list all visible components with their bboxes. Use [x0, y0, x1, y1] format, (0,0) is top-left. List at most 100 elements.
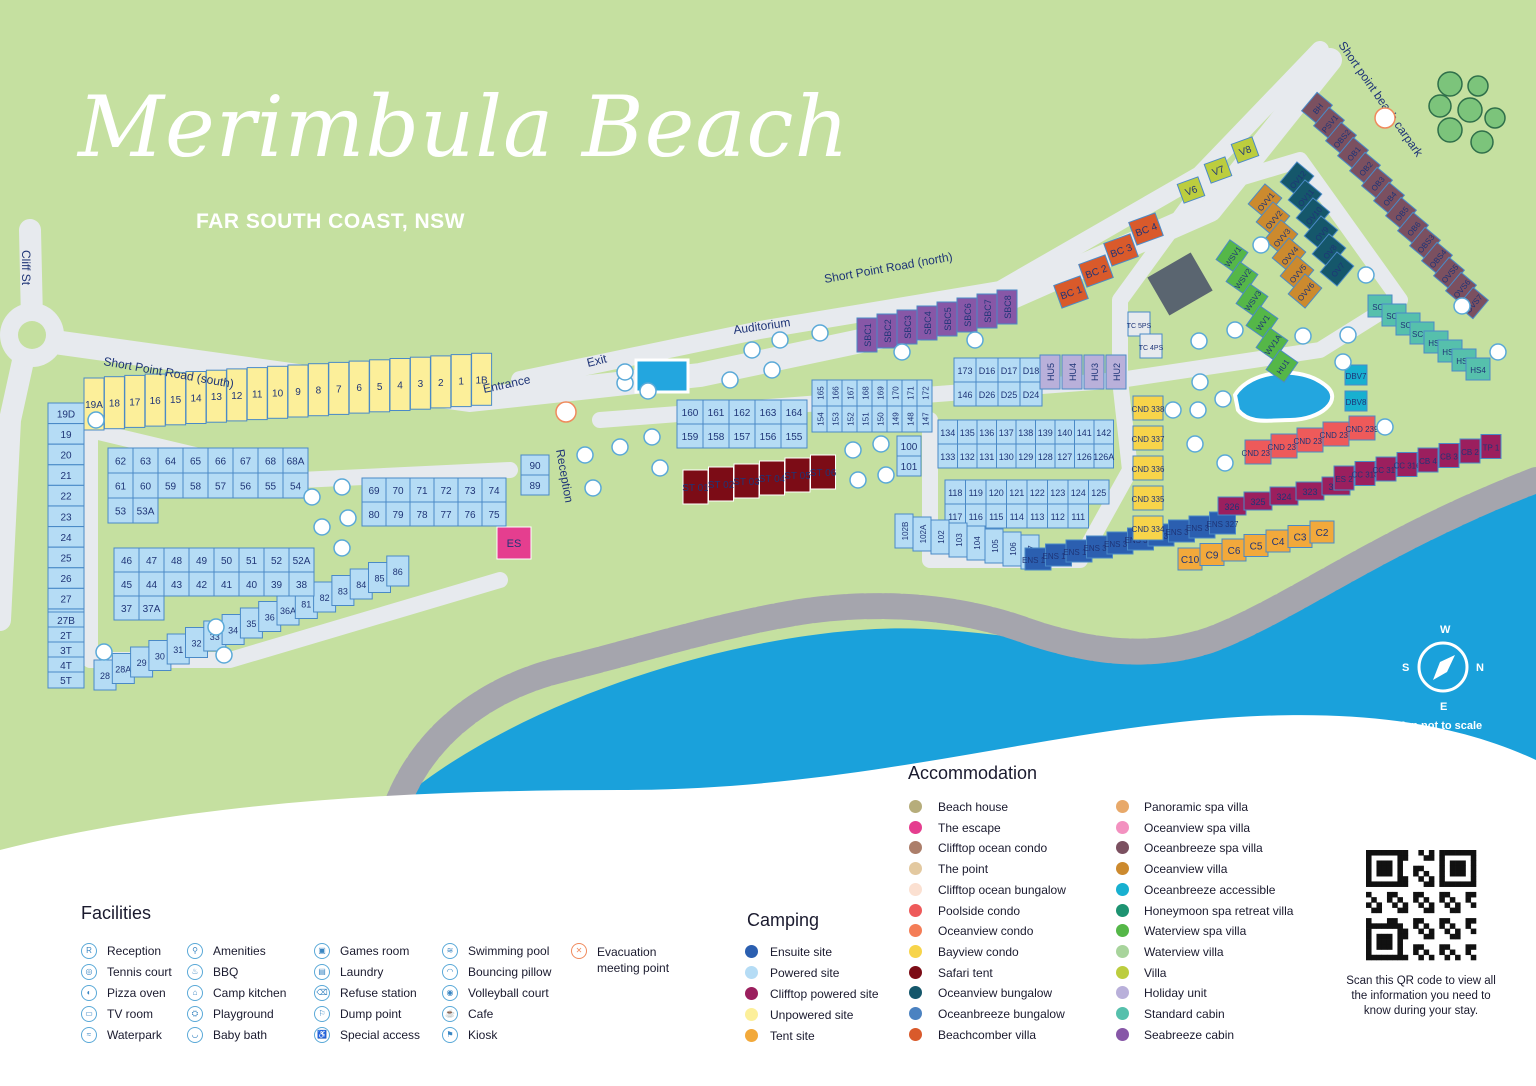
- waterpark[interactable]: [634, 358, 690, 394]
- facility-marker[interactable]: [966, 331, 984, 349]
- site-68a[interactable]: 68A: [282, 447, 309, 474]
- site-72[interactable]: 72: [433, 477, 459, 503]
- site-sbc5[interactable]: SBC5: [936, 301, 958, 337]
- site-151[interactable]: 151: [856, 405, 873, 433]
- site-16[interactable]: 16: [144, 373, 166, 427]
- site-6[interactable]: 6: [348, 360, 370, 414]
- site-128[interactable]: 128: [1035, 443, 1056, 469]
- site-102[interactable]: 102: [930, 519, 950, 555]
- facility-marker[interactable]: [1164, 401, 1182, 419]
- site-sbc8[interactable]: SBC8: [996, 289, 1018, 325]
- site-40[interactable]: 40: [238, 571, 265, 597]
- site-18[interactable]: 18: [103, 376, 125, 430]
- site-47[interactable]: 47: [138, 547, 165, 573]
- site-138[interactable]: 138: [1015, 419, 1036, 445]
- site-cb-2[interactable]: CB 2: [1459, 438, 1481, 464]
- site-56[interactable]: 56: [232, 472, 259, 499]
- site-71[interactable]: 71: [409, 477, 435, 503]
- site-123[interactable]: 123: [1047, 479, 1069, 505]
- facility-marker[interactable]: [339, 509, 357, 527]
- site-160[interactable]: 160: [676, 399, 704, 425]
- site-tp-1[interactable]: TP 1: [1480, 434, 1502, 459]
- facility-marker[interactable]: [611, 438, 629, 456]
- facility-marker[interactable]: [849, 471, 867, 489]
- site-v8[interactable]: V8: [1230, 136, 1260, 164]
- site-45[interactable]: 45: [113, 571, 140, 597]
- facility-marker[interactable]: [771, 331, 789, 349]
- site-sbc6[interactable]: SBC6: [956, 297, 978, 333]
- site-67[interactable]: 67: [232, 447, 259, 474]
- site-167[interactable]: 167: [841, 379, 858, 407]
- site-21[interactable]: 21: [47, 464, 85, 486]
- site-134[interactable]: 134: [937, 419, 958, 445]
- site-d25[interactable]: D25: [997, 381, 1021, 407]
- site-106[interactable]: 106: [1002, 531, 1022, 567]
- site-324[interactable]: 324: [1269, 486, 1299, 506]
- site-121[interactable]: 121: [1006, 479, 1028, 505]
- site-cb-3[interactable]: CB 3: [1438, 443, 1460, 468]
- site-v6[interactable]: V6: [1176, 176, 1206, 204]
- site-ov7[interactable]: OV7: [1319, 251, 1355, 287]
- site-cnd-337[interactable]: CND 337: [1132, 425, 1165, 451]
- site-82[interactable]: 82: [313, 581, 337, 613]
- facility-marker[interactable]: [1376, 418, 1394, 436]
- site-146[interactable]: 146: [953, 381, 977, 407]
- facility-marker[interactable]: [1191, 373, 1209, 391]
- site-131[interactable]: 131: [976, 443, 997, 469]
- site-54[interactable]: 54: [282, 472, 309, 499]
- site-42[interactable]: 42: [188, 571, 215, 597]
- site-46[interactable]: 46: [113, 547, 140, 573]
- facility-marker[interactable]: [763, 361, 781, 379]
- site-70[interactable]: 70: [385, 477, 411, 503]
- site-61[interactable]: 61: [107, 472, 134, 499]
- site-26[interactable]: 26: [47, 567, 85, 589]
- facility-marker[interactable]: [1339, 326, 1357, 344]
- facility-marker[interactable]: [1294, 327, 1312, 345]
- site-166[interactable]: 166: [826, 379, 843, 407]
- site-st-02[interactable]: ST 02: [708, 466, 735, 502]
- site-149[interactable]: 149: [886, 405, 903, 433]
- facility-marker[interactable]: [639, 382, 657, 400]
- site-125[interactable]: 125: [1088, 479, 1110, 505]
- facility-marker[interactable]: [1216, 454, 1234, 472]
- site-120[interactable]: 120: [985, 479, 1007, 505]
- site-ob4[interactable]: OB4: [1372, 181, 1406, 215]
- site-sbc2[interactable]: SBC2: [876, 313, 898, 349]
- site-130[interactable]: 130: [996, 443, 1017, 469]
- site-105[interactable]: 105: [984, 528, 1004, 564]
- site-tc-4ps[interactable]: TC 4PS: [1139, 333, 1164, 359]
- facility-marker[interactable]: [1214, 390, 1232, 408]
- site-101[interactable]: 101: [896, 455, 922, 477]
- site-57[interactable]: 57: [207, 472, 234, 499]
- site-165[interactable]: 165: [811, 379, 828, 407]
- site-43[interactable]: 43: [163, 571, 190, 597]
- facility-marker[interactable]: [844, 441, 862, 459]
- site-119[interactable]: 119: [965, 479, 987, 505]
- site-2t[interactable]: 2T: [47, 626, 85, 644]
- facility-marker[interactable]: [313, 518, 331, 536]
- site-325[interactable]: 325: [1243, 491, 1273, 511]
- site-52a[interactable]: 52A: [288, 547, 315, 573]
- site-7[interactable]: 7: [328, 361, 350, 415]
- site-136[interactable]: 136: [976, 419, 997, 445]
- site-127[interactable]: 127: [1054, 443, 1075, 469]
- facility-marker[interactable]: [1489, 343, 1507, 361]
- site-22[interactable]: 22: [47, 484, 85, 507]
- site-78[interactable]: 78: [409, 501, 435, 527]
- site-bc-1[interactable]: BC 1: [1053, 275, 1089, 309]
- site-58[interactable]: 58: [182, 472, 209, 499]
- site-c6[interactable]: C6: [1221, 538, 1247, 562]
- facility-marker[interactable]: [303, 488, 321, 506]
- site-st-01[interactable]: ST 01: [682, 469, 709, 505]
- site-158[interactable]: 158: [702, 423, 730, 449]
- site-cnd-239[interactable]: CND 239: [1346, 415, 1379, 441]
- site-41[interactable]: 41: [213, 571, 240, 597]
- site-11[interactable]: 11: [246, 367, 268, 421]
- facility-marker[interactable]: [215, 646, 233, 664]
- site-170[interactable]: 170: [886, 379, 903, 407]
- site-172[interactable]: 172: [916, 379, 933, 407]
- evacuation-marker[interactable]: [555, 401, 577, 423]
- site-59[interactable]: 59: [157, 472, 184, 499]
- site-89[interactable]: 89: [520, 474, 550, 496]
- site-147[interactable]: 147: [916, 405, 933, 433]
